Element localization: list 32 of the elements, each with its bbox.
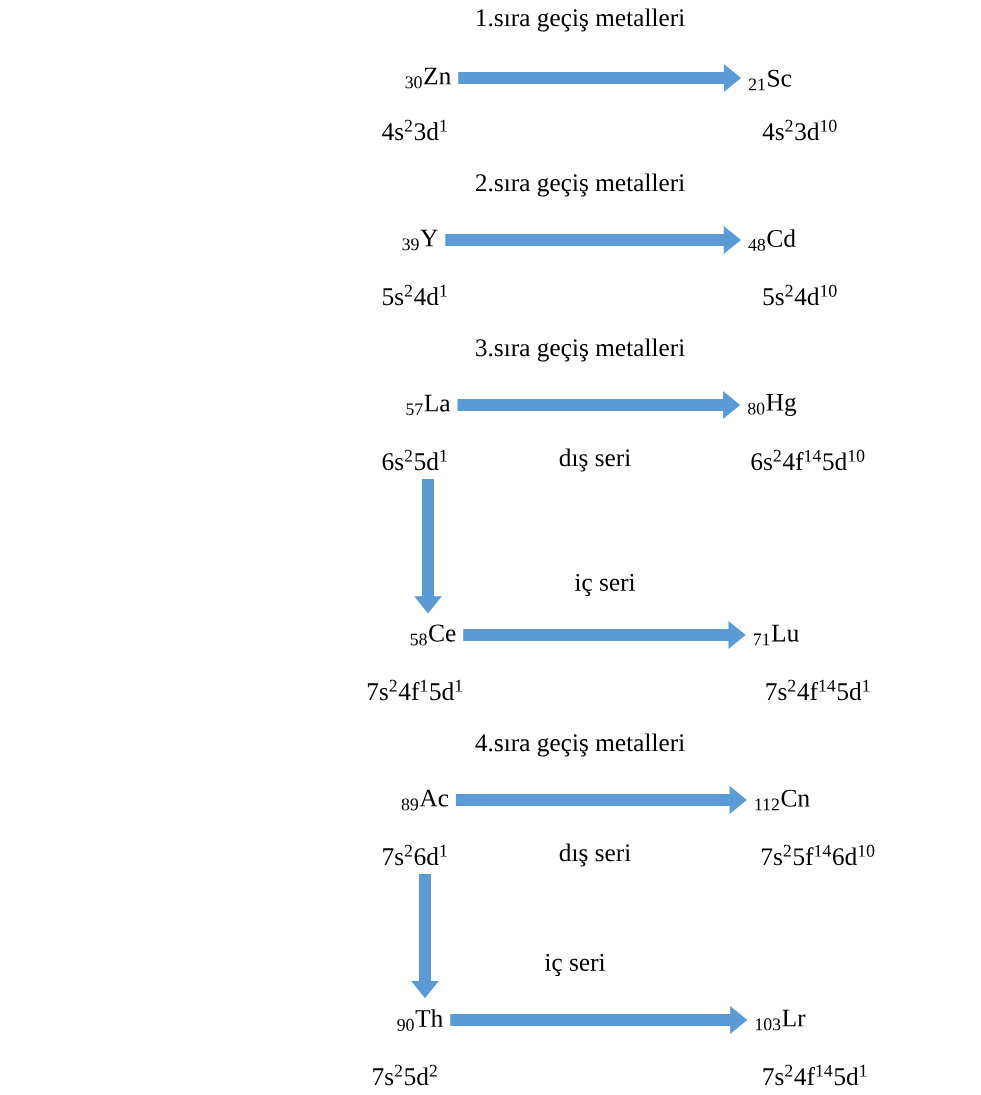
electron-configuration: 7s$^{2}$5f$^{14}$6d$^{10}$	[762, 844, 875, 866]
electron-configuration: 6s$^{2}$5d$^{1}$	[382, 449, 447, 471]
electron-configuration: 7s$^{2}$4f$^{1}$5d$^{1}$	[367, 679, 463, 701]
element-symbol: $_{103}$Lr	[756, 1009, 806, 1031]
electron-configuration: 5s$^{2}$4d$^{10}$	[763, 284, 837, 306]
element-symbol: $_{39}$Y	[402, 229, 438, 251]
series-label: iç seri	[574, 573, 636, 597]
element-symbol: $_{58}$Ce	[410, 624, 456, 646]
electron-configuration: 6s$^{2}$4f$^{14}$5d$^{10}$	[751, 449, 865, 471]
element-symbol: $_{30}$Zn	[405, 67, 451, 89]
element-symbol: $_{21}$Sc	[748, 69, 792, 91]
electron-configuration: 5s$^{2}$4d$^{1}$	[383, 284, 447, 306]
series-label: dış seri	[559, 843, 631, 867]
electron-configuration: 4s$^{2}$3d$^{10}$	[762, 119, 837, 141]
electron-configuration: 7s$^{2}$4f$^{14}$5d$^{1}$	[766, 679, 870, 701]
series-label: 2.sıra geçiş metalleri	[475, 173, 685, 197]
element-symbol: $_{57}$La	[406, 394, 451, 416]
element-symbol: $_{112}$Cn	[755, 789, 810, 811]
element-symbol: $_{48}$Cd	[748, 229, 796, 251]
element-symbol: $_{90}$Th	[397, 1009, 443, 1031]
electron-configuration: 7s$^{2}$5d$^{2}$	[373, 1064, 437, 1086]
electron-configuration: 7s$^{2}$6d$^{1}$	[383, 844, 447, 866]
electron-configuration: 7s$^{2}$4f$^{14}$5d$^{1}$	[763, 1064, 867, 1086]
series-label: dış seri	[559, 448, 631, 472]
series-label: 4.sıra geçiş metalleri	[475, 733, 685, 757]
electron-configuration: 4s$^{2}$3d$^{1}$	[382, 119, 447, 141]
series-label: iç seri	[544, 953, 606, 977]
series-label: 3.sıra geçiş metalleri	[476, 338, 685, 362]
element-symbol: $_{89}$Ac	[401, 789, 449, 811]
series-label: 1.sıra geçiş metalleri	[477, 8, 685, 32]
element-symbol: $_{71}$Lu	[753, 624, 799, 646]
element-symbol: $_{80}$Hg	[748, 394, 797, 416]
